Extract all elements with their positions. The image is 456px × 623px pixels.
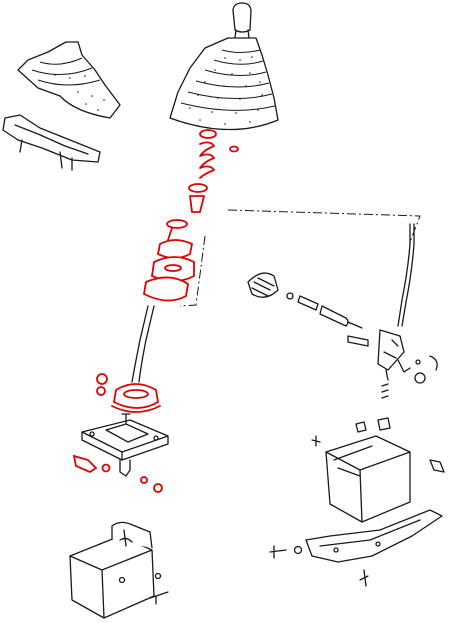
boot-retaining-frame[interactable] (2, 114, 101, 171)
mounting-bracket[interactable] (269, 509, 443, 563)
right-housing[interactable] (311, 417, 445, 587)
small-boot[interactable] (17, 41, 121, 119)
remote-linkage[interactable] (247, 223, 438, 399)
shift-knob[interactable] (232, 2, 252, 39)
left-housing[interactable] (69, 521, 169, 619)
shift-lever-rod[interactable] (131, 305, 155, 383)
lever-base-plate[interactable] (81, 413, 169, 477)
ball-socket-assembly[interactable] (96, 373, 161, 413)
lower-fasteners[interactable] (72, 454, 163, 493)
leader-lines (179, 209, 421, 307)
spring-stack[interactable] (188, 129, 239, 213)
large-shift-boot[interactable] (169, 37, 279, 131)
bushing-set[interactable] (143, 219, 195, 302)
